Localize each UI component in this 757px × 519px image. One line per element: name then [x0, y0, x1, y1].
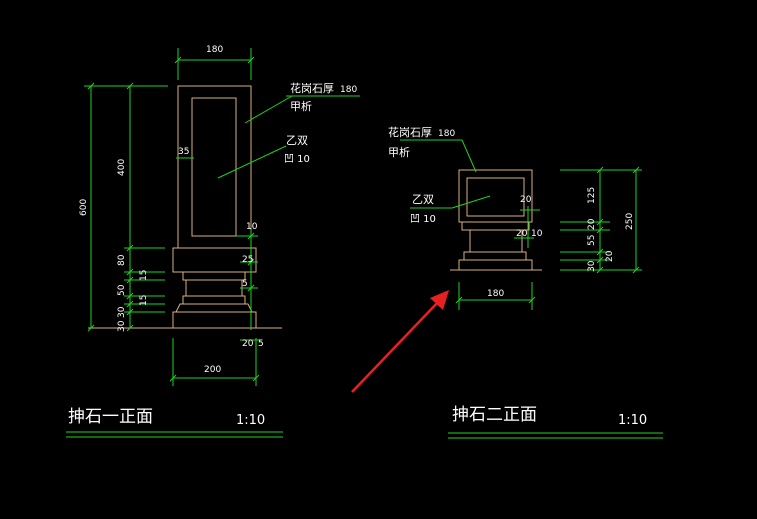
arrow-shaft	[351, 299, 441, 393]
d2-dim-seg-20b: 20	[605, 250, 615, 262]
d1-recess-panel	[191, 97, 237, 237]
d1-dim-right-20: 20	[242, 339, 254, 349]
d1-dim-total-height: 600	[79, 199, 89, 216]
d2-callout-stone-line2: 甲析	[388, 145, 410, 159]
d2-dim-seg-20: 20	[587, 218, 597, 230]
d2-scale: 1:10	[618, 413, 647, 428]
arrow-head	[430, 290, 449, 310]
d1-dim-body-height: 400	[117, 159, 127, 176]
d2-leader-recess	[451, 195, 491, 209]
d2-tick	[596, 218, 604, 226]
d2-dim-inner-20b: 20	[516, 229, 528, 239]
annotation-arrow-icon	[351, 290, 449, 393]
d1-dim-seg-30a: 30	[117, 306, 127, 318]
d1-tick	[247, 284, 255, 292]
d2-tick	[528, 296, 536, 304]
d1-dim-seg-30b: 30	[117, 320, 127, 332]
d1-tick	[126, 324, 134, 332]
d1-dim-right-5a: 5	[242, 279, 248, 289]
d1-callout-recess-line1: 乙双	[286, 134, 308, 147]
d2-title: 抻石二正面	[452, 405, 537, 425]
d1-callout-recess-line2: 凹 10	[284, 154, 310, 165]
d1-callout-stone-line1: 花岗石厚	[290, 82, 334, 95]
d1-dim-seg-50: 50	[117, 284, 127, 296]
d2-dim-width: 180	[487, 289, 504, 299]
d1-dim-right-5b: 5	[258, 339, 264, 349]
drawing-two	[450, 169, 542, 271]
d1-title: 抻石一正面	[68, 407, 153, 427]
d1-scale: 1:10	[236, 413, 265, 428]
d1-tick	[126, 244, 134, 252]
d1-dim-frame-gap: 10	[246, 222, 258, 232]
d1-callout-stone-line2: 甲析	[290, 99, 312, 113]
d1-tick	[174, 56, 182, 64]
d2-dim-inner-20a: 20	[520, 195, 532, 205]
d1-dim-seg-15a: 15	[139, 270, 149, 281]
d2-leader-stone	[461, 139, 477, 173]
d1-tick	[87, 82, 95, 90]
d2-tick	[596, 266, 604, 274]
drawing-two-ticks	[455, 166, 640, 304]
drawing-one-labels: 180 200 600 400 80 15 50 15 30 30 35 10 …	[68, 45, 357, 428]
d2-recess-panel	[466, 177, 525, 217]
d1-dim-base-width: 200	[204, 365, 221, 375]
d1-tick	[247, 258, 255, 266]
d2-tick	[596, 166, 604, 174]
d2-tick	[596, 248, 604, 256]
drawing-one-dimensions	[66, 48, 360, 438]
d1-tick	[247, 232, 255, 240]
d2-callout-recess-line1: 乙双	[412, 193, 434, 206]
d1-tick	[126, 300, 134, 308]
d1-tick	[87, 324, 95, 332]
d1-leader-recess	[217, 145, 287, 179]
d2-dim-total-height: 250	[625, 213, 635, 230]
d1-callout-stone-thickness: 180	[340, 85, 357, 95]
d1-tick	[126, 276, 134, 284]
d2-dim-seg-55: 55	[587, 235, 597, 246]
d1-dim-inset: 35	[178, 147, 189, 157]
d1-tick	[126, 268, 134, 276]
drawing-two-labels: 180 250 125 20 55 30 20 20 20 10 花岗石厚 18…	[388, 126, 647, 428]
d1-tick	[247, 56, 255, 64]
drawing-one	[88, 85, 282, 329]
d2-tick	[596, 226, 604, 234]
d2-tick	[632, 166, 640, 174]
d2-callout-stone-thickness: 180	[438, 129, 455, 139]
d2-callout-stone-line1: 花岗石厚	[388, 126, 432, 139]
d2-tick	[455, 296, 463, 304]
d1-tick	[126, 308, 134, 316]
d2-callout-recess-line2: 凹 10	[410, 214, 436, 225]
d2-tick	[596, 256, 604, 264]
d1-dim-top-width: 180	[206, 45, 223, 55]
drawing-two-dimensions	[400, 139, 663, 439]
drawing-one-ticks	[87, 56, 260, 382]
d2-dim-seg-125: 125	[587, 187, 597, 204]
d1-tick	[126, 82, 134, 90]
d1-tick	[126, 292, 134, 300]
d1-dim-right-25: 25	[242, 255, 253, 265]
d1-dim-seg-15b: 15	[139, 295, 149, 306]
d2-tick	[632, 266, 640, 274]
d1-tick	[169, 374, 177, 382]
d1-dim-seg-80: 80	[117, 254, 127, 266]
d2-dim-inner-10: 10	[531, 229, 543, 239]
d1-leader-stone	[244, 95, 293, 124]
d2-dim-seg-30: 30	[587, 260, 597, 272]
d1-tick	[252, 374, 260, 382]
